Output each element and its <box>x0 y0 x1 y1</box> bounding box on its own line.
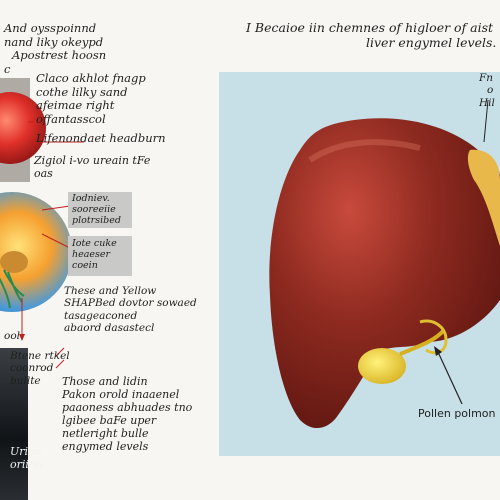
note-mid-2: Lifenondaet headburn <box>36 131 166 145</box>
edge-label: ool <box>4 330 21 342</box>
pointer-line <box>437 351 463 405</box>
red-sphere-image <box>0 92 46 164</box>
note-box-1 <box>68 192 132 228</box>
figure-title: I Becaioe iin chemnes of higloer of aist… <box>246 20 497 50</box>
gland-shape <box>0 251 28 273</box>
liver-shape <box>269 118 500 429</box>
gallbladder-shape <box>358 348 406 384</box>
dark-photo-strip <box>0 348 28 500</box>
yellow-lobe <box>467 149 500 246</box>
organ-cross-section-image <box>0 192 72 312</box>
note-box-2 <box>68 236 132 276</box>
pointer-label: Pollen polmon <box>418 407 496 420</box>
